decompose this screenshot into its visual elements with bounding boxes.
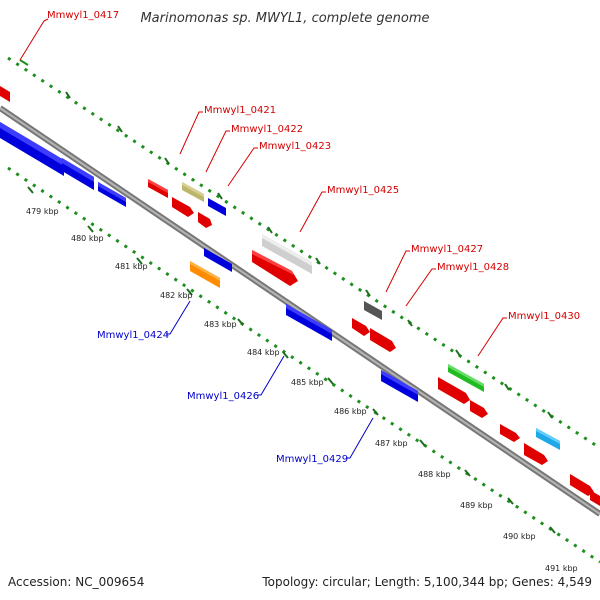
gene-label-mmwyl1-0430[interactable]: Mmwyl1_0430 — [508, 311, 580, 322]
kbp-label: 486 kbp — [334, 407, 367, 416]
reverse-callout-lines — [166, 300, 374, 459]
kbp-label: 483 kbp — [204, 320, 237, 329]
gene-box[interactable] — [0, 86, 10, 102]
gene-box[interactable] — [364, 301, 382, 320]
outer-dotted-scale-line — [7, 56, 600, 450]
accession-text: Accession: NC_009654 — [8, 575, 144, 589]
gene-box[interactable] — [536, 428, 560, 450]
kbp-tick-marks — [27, 91, 556, 534]
map-title: Marinomonas sp. MWYL1, complete genome — [140, 11, 429, 26]
gene-features — [0, 86, 600, 506]
gene-box[interactable] — [570, 474, 594, 496]
gene-label-mmwyl1-0417[interactable]: Mmwyl1_0417 — [47, 10, 119, 21]
gene-box[interactable] — [381, 370, 418, 402]
gene-box[interactable] — [148, 179, 168, 198]
gene-label-mmwyl1-0427[interactable]: Mmwyl1_0427 — [411, 244, 483, 255]
gene-box[interactable] — [438, 377, 470, 404]
gene-box[interactable] — [190, 261, 220, 288]
gene-labels: Mmwyl1_0417 Mmwyl1_0421 Mmwyl1_0422 Mmwy… — [47, 10, 580, 465]
kbp-label: 481 kbp — [115, 262, 148, 271]
kbp-tick-labels: 479 kbp 480 kbp 481 kbp 482 kbp 483 kbp … — [26, 207, 578, 573]
gene-box[interactable] — [448, 364, 484, 392]
gene-label-mmwyl1-0428[interactable]: Mmwyl1_0428 — [437, 262, 509, 273]
gene-box[interactable] — [198, 212, 212, 228]
gene-box[interactable] — [470, 400, 488, 418]
gene-label-mmwyl1-0421[interactable]: Mmwyl1_0421 — [204, 105, 276, 116]
gene-box[interactable] — [62, 158, 94, 190]
gene-box[interactable] — [182, 182, 204, 202]
kbp-label: 489 kbp — [460, 501, 493, 510]
gene-label-mmwyl1-0422[interactable]: Mmwyl1_0422 — [231, 124, 303, 135]
gene-label-mmwyl1-0424[interactable]: Mmwyl1_0424 — [97, 330, 169, 341]
genome-backbone — [0, 105, 600, 517]
kbp-label: 491 kbp — [545, 564, 578, 573]
kbp-label: 480 kbp — [71, 234, 104, 243]
gene-box[interactable] — [286, 304, 332, 341]
forward-callout-lines — [19, 18, 507, 357]
gene-label-mmwyl1-0429[interactable]: Mmwyl1_0429 — [276, 454, 348, 465]
kbp-label: 479 kbp — [26, 207, 59, 216]
gene-box[interactable] — [524, 443, 548, 465]
gene-box[interactable] — [252, 250, 298, 286]
gene-box[interactable] — [590, 490, 600, 506]
gene-box[interactable] — [352, 318, 370, 336]
gene-label-mmwyl1-0423[interactable]: Mmwyl1_0423 — [259, 141, 331, 152]
gene-box[interactable] — [172, 197, 194, 217]
gene-box[interactable] — [262, 234, 312, 274]
kbp-label: 484 kbp — [247, 348, 280, 357]
genome-summary-text: Topology: circular; Length: 5,100,344 bp… — [261, 575, 592, 589]
kbp-label: 488 kbp — [418, 470, 451, 479]
kbp-label: 485 kbp — [291, 378, 324, 387]
gene-box[interactable] — [204, 248, 232, 272]
inner-dotted-scale-line — [7, 166, 600, 564]
gene-box[interactable] — [98, 182, 126, 207]
kbp-label: 487 kbp — [375, 439, 408, 448]
gene-box[interactable] — [500, 424, 520, 442]
gene-label-mmwyl1-0426[interactable]: Mmwyl1_0426 — [187, 391, 259, 402]
kbp-label: 482 kbp — [160, 291, 193, 300]
gene-box[interactable] — [0, 122, 64, 176]
gene-label-mmwyl1-0425[interactable]: Mmwyl1_0425 — [327, 185, 399, 196]
kbp-label: 490 kbp — [503, 532, 536, 541]
gene-box[interactable] — [370, 328, 396, 352]
gene-box[interactable] — [208, 198, 226, 216]
